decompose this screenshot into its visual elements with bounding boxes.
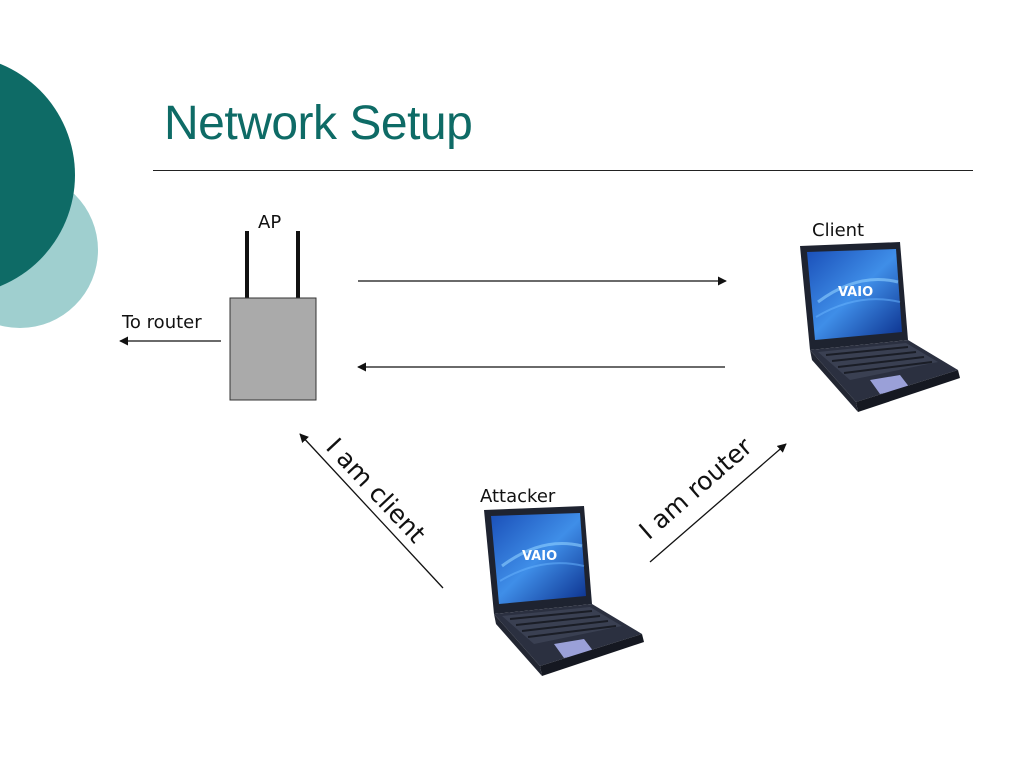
client-laptop-icon (798, 240, 962, 414)
attacker-to-ap-arrow (299, 433, 444, 589)
attacker-to-client-arrow (649, 443, 787, 563)
attacker-laptop-icon (482, 504, 646, 678)
decor-circle-dark (0, 63, 75, 287)
client-label: Client (812, 220, 865, 241)
attacker-label: Attacker (480, 486, 556, 507)
slide-title: Network Setup (164, 97, 473, 150)
ap-label: AP (258, 212, 282, 233)
access-point-box (229, 297, 317, 401)
title-divider (153, 170, 973, 171)
to-router-label: To router (122, 312, 202, 333)
